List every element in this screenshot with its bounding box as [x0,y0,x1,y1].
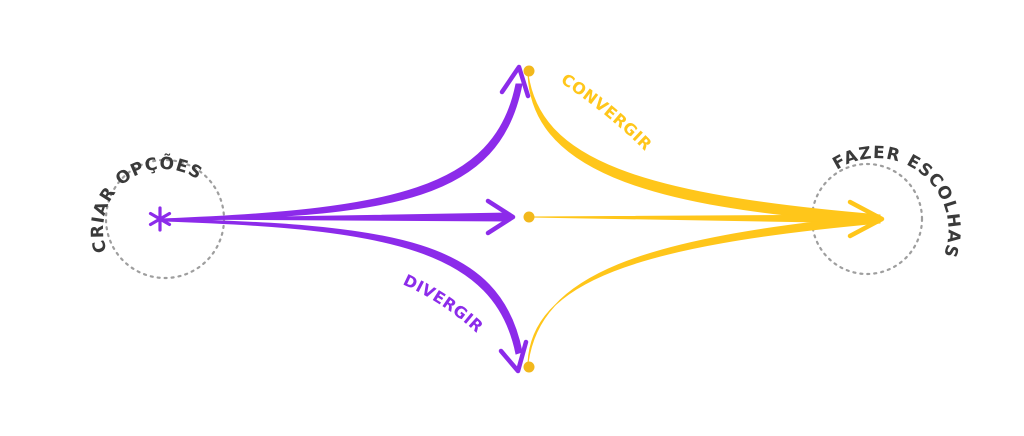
converge-label: CONVERGIR [558,70,656,155]
diverge-top-curve [161,83,523,222]
diverge-bottom-curve [161,218,523,355]
asterisk-icon [148,206,172,232]
diverge-curves [161,64,531,374]
arrowhead-icon [847,199,885,239]
diverge-top-arrowhead [499,64,531,99]
converge-curves [527,73,885,364]
diverge-middle-arrowhead [485,198,516,236]
converge-bottom-curve [527,214,881,364]
top-dot [523,65,535,77]
left-circle-label: CRIAR OPÇÕES [88,151,206,255]
bottom-dot [523,361,535,373]
diverge-bottom-arrowhead [498,339,529,374]
middle-dot [523,211,535,223]
right-dashed-circle [810,162,924,276]
